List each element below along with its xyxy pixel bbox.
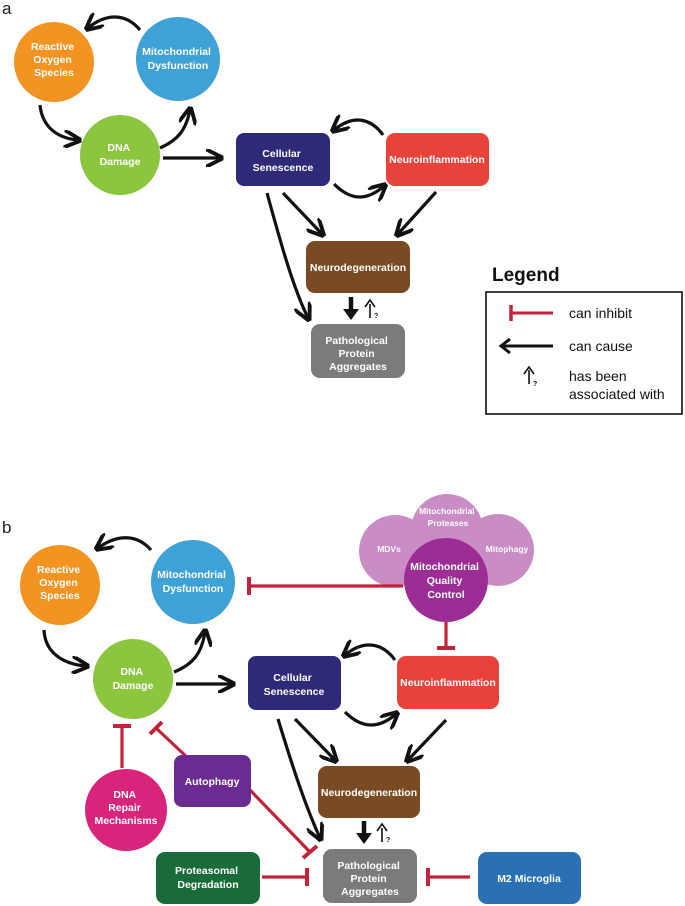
node-a-ros: Reactive Oxygen Species [14,22,94,102]
arrow-senescence-to-neurodegeneration [281,191,322,234]
node-a-mito: Mitochondrial Dysfunction [136,17,220,101]
node-b-neurodegeneration: Neurodegeneration [318,766,420,818]
arrow-b-senescence-to-neurodegeneration [293,717,335,760]
inhibit-autophagy-to-aggregates [246,786,319,860]
inhibit-mqc-to-mito [247,577,403,595]
arrow-b-neuroinflammation-to-neurodegeneration [408,718,448,760]
arrow-dna-to-mito [159,110,190,150]
node-b-neuroinflammation: Neuroinflammation [397,656,499,709]
label-mitophagy: Mitophagy [486,544,529,554]
panel-b-label: b [2,518,11,537]
arrow-neuroinflammation-to-senescence [334,120,385,136]
node-b-mqc [404,538,488,622]
inhibit-mqc-to-neuroinflammation [437,622,455,650]
inhibit-proteasomal-to-aggregates [262,868,309,886]
legend-title: Legend [492,265,560,286]
arrow-b-dna-to-mito [173,632,205,674]
arrow-ros-to-dna [38,104,78,140]
node-a-dna: DNA Damage [80,115,160,195]
svg-text:Cellular Senescence: Cellular Senescence [253,148,314,174]
svg-text:DNA Damage: DNA Damage [113,666,154,692]
legend-inhibit-symbol [509,305,553,321]
arrow-b-neuroinflammation-to-senescence [345,645,397,661]
svg-text:Mitochondrial Dysfunctio: Mitochondrial Dysfunction [142,46,214,72]
legend-associated-symbol: ? [523,365,537,388]
svg-text:Reactive Oxygen Sp: Reactive Oxygen Species [31,41,77,79]
node-b-aggregates: Pathological Protein Aggregates [323,849,417,903]
node-a-senescence: Cellular Senescence [236,133,330,186]
svg-text:?: ? [374,313,378,320]
arrow-b-ros-to-dna [42,629,86,666]
svg-text:?: ? [386,837,390,844]
label-mito-proteases: Mitochondrial Proteases [419,506,477,528]
arrow-b-mito-to-ros [98,538,153,550]
node-b-mito: Mitochondrial Dysfunction [151,540,235,624]
svg-text:Cellular Senescence: Cellular Senescence [264,672,325,698]
svg-text:Autophagy: Autophagy [185,776,240,788]
label-mdvs: MDVs [377,544,401,554]
arrow-senescence-to-aggregates [265,192,308,318]
svg-text:Reactive Oxygen Sp: Reactive Oxygen Species [37,564,83,602]
node-b-dna: DNA Damage [93,639,173,719]
legend-inhibit-label: can inhibit [569,305,632,321]
svg-text:Neurodegeneration: Neurodegeneration [310,262,406,274]
svg-text:DNA Damage: DNA Damage [100,142,141,168]
svg-text:Neurodegeneration: Neurodegeneration [321,787,417,799]
legend-box: can inhibit can cause ? has been associa… [485,291,683,415]
inhibit-m2-to-aggregates [426,868,470,886]
panel-a-bidirectional: ? [343,297,378,320]
arrow-senescence-to-neuroinflammation [332,184,384,197]
svg-text:Proteasomal Degradation: Proteasomal Degradation [175,865,241,891]
legend-cause-label: can cause [569,338,633,354]
node-b-senescence: Cellular Senescence [248,656,341,710]
node-a-neuroinflammation: Neuroinflammation [386,133,489,186]
arrow-b-senescence-to-aggregates [276,718,320,838]
panel-b-inhibitions [113,577,470,886]
label-mqc: Mitochondrial Quality Control [410,561,482,601]
node-b-mqc-cluster: Mitochondrial Proteases MDVs Mitophagy M… [359,494,534,622]
inhibit-dna-repair-to-dna [113,724,131,768]
panel-b-bidirectional: ? [356,821,390,844]
arrow-mito-to-ros [88,17,142,30]
node-b-dna-repair: DNA Repair Mechanisms [85,769,167,851]
svg-text:Pathological Protein: Pathological Protein Aggregates [325,335,390,373]
node-a-aggregates: Pathological Protein Aggregates [311,324,405,378]
panel-a-arrows [38,17,438,318]
node-b-autophagy: Autophagy [174,755,251,807]
svg-text:Neuroinflammation: Neuroinflammation [400,677,496,689]
svg-text:Pathological Protein: Pathological Protein Aggregates [337,860,402,898]
legend-associated-label: has been associated with [569,368,665,402]
legend-cause-symbol [498,337,553,355]
svg-text:?: ? [533,381,537,388]
node-a-neurodegeneration: Neurodegeneration [306,241,410,293]
panel-b-arrows [42,538,448,838]
arrow-b-senescence-to-neuroinflammation [343,712,396,725]
svg-text:DNA Repair Mechani: DNA Repair Mechanisms [94,789,157,827]
inhibit-autophagy-to-dna [148,720,192,762]
panel-a-label: a [2,0,12,18]
svg-text:Neuroinflammation: Neuroinflammation [389,154,485,166]
node-b-proteasomal: Proteasomal Degradation [156,852,260,904]
svg-text:M2 Microglia: M2 Microglia [497,873,561,885]
arrow-neuroinflammation-to-neurodegeneration [398,190,438,234]
node-b-m2-microglia: M2 Microglia [478,852,581,904]
node-b-ros: Reactive Oxygen Species [20,545,100,625]
svg-text:Mitochondrial Dysfunctio: Mitochondrial Dysfunction [157,569,229,595]
